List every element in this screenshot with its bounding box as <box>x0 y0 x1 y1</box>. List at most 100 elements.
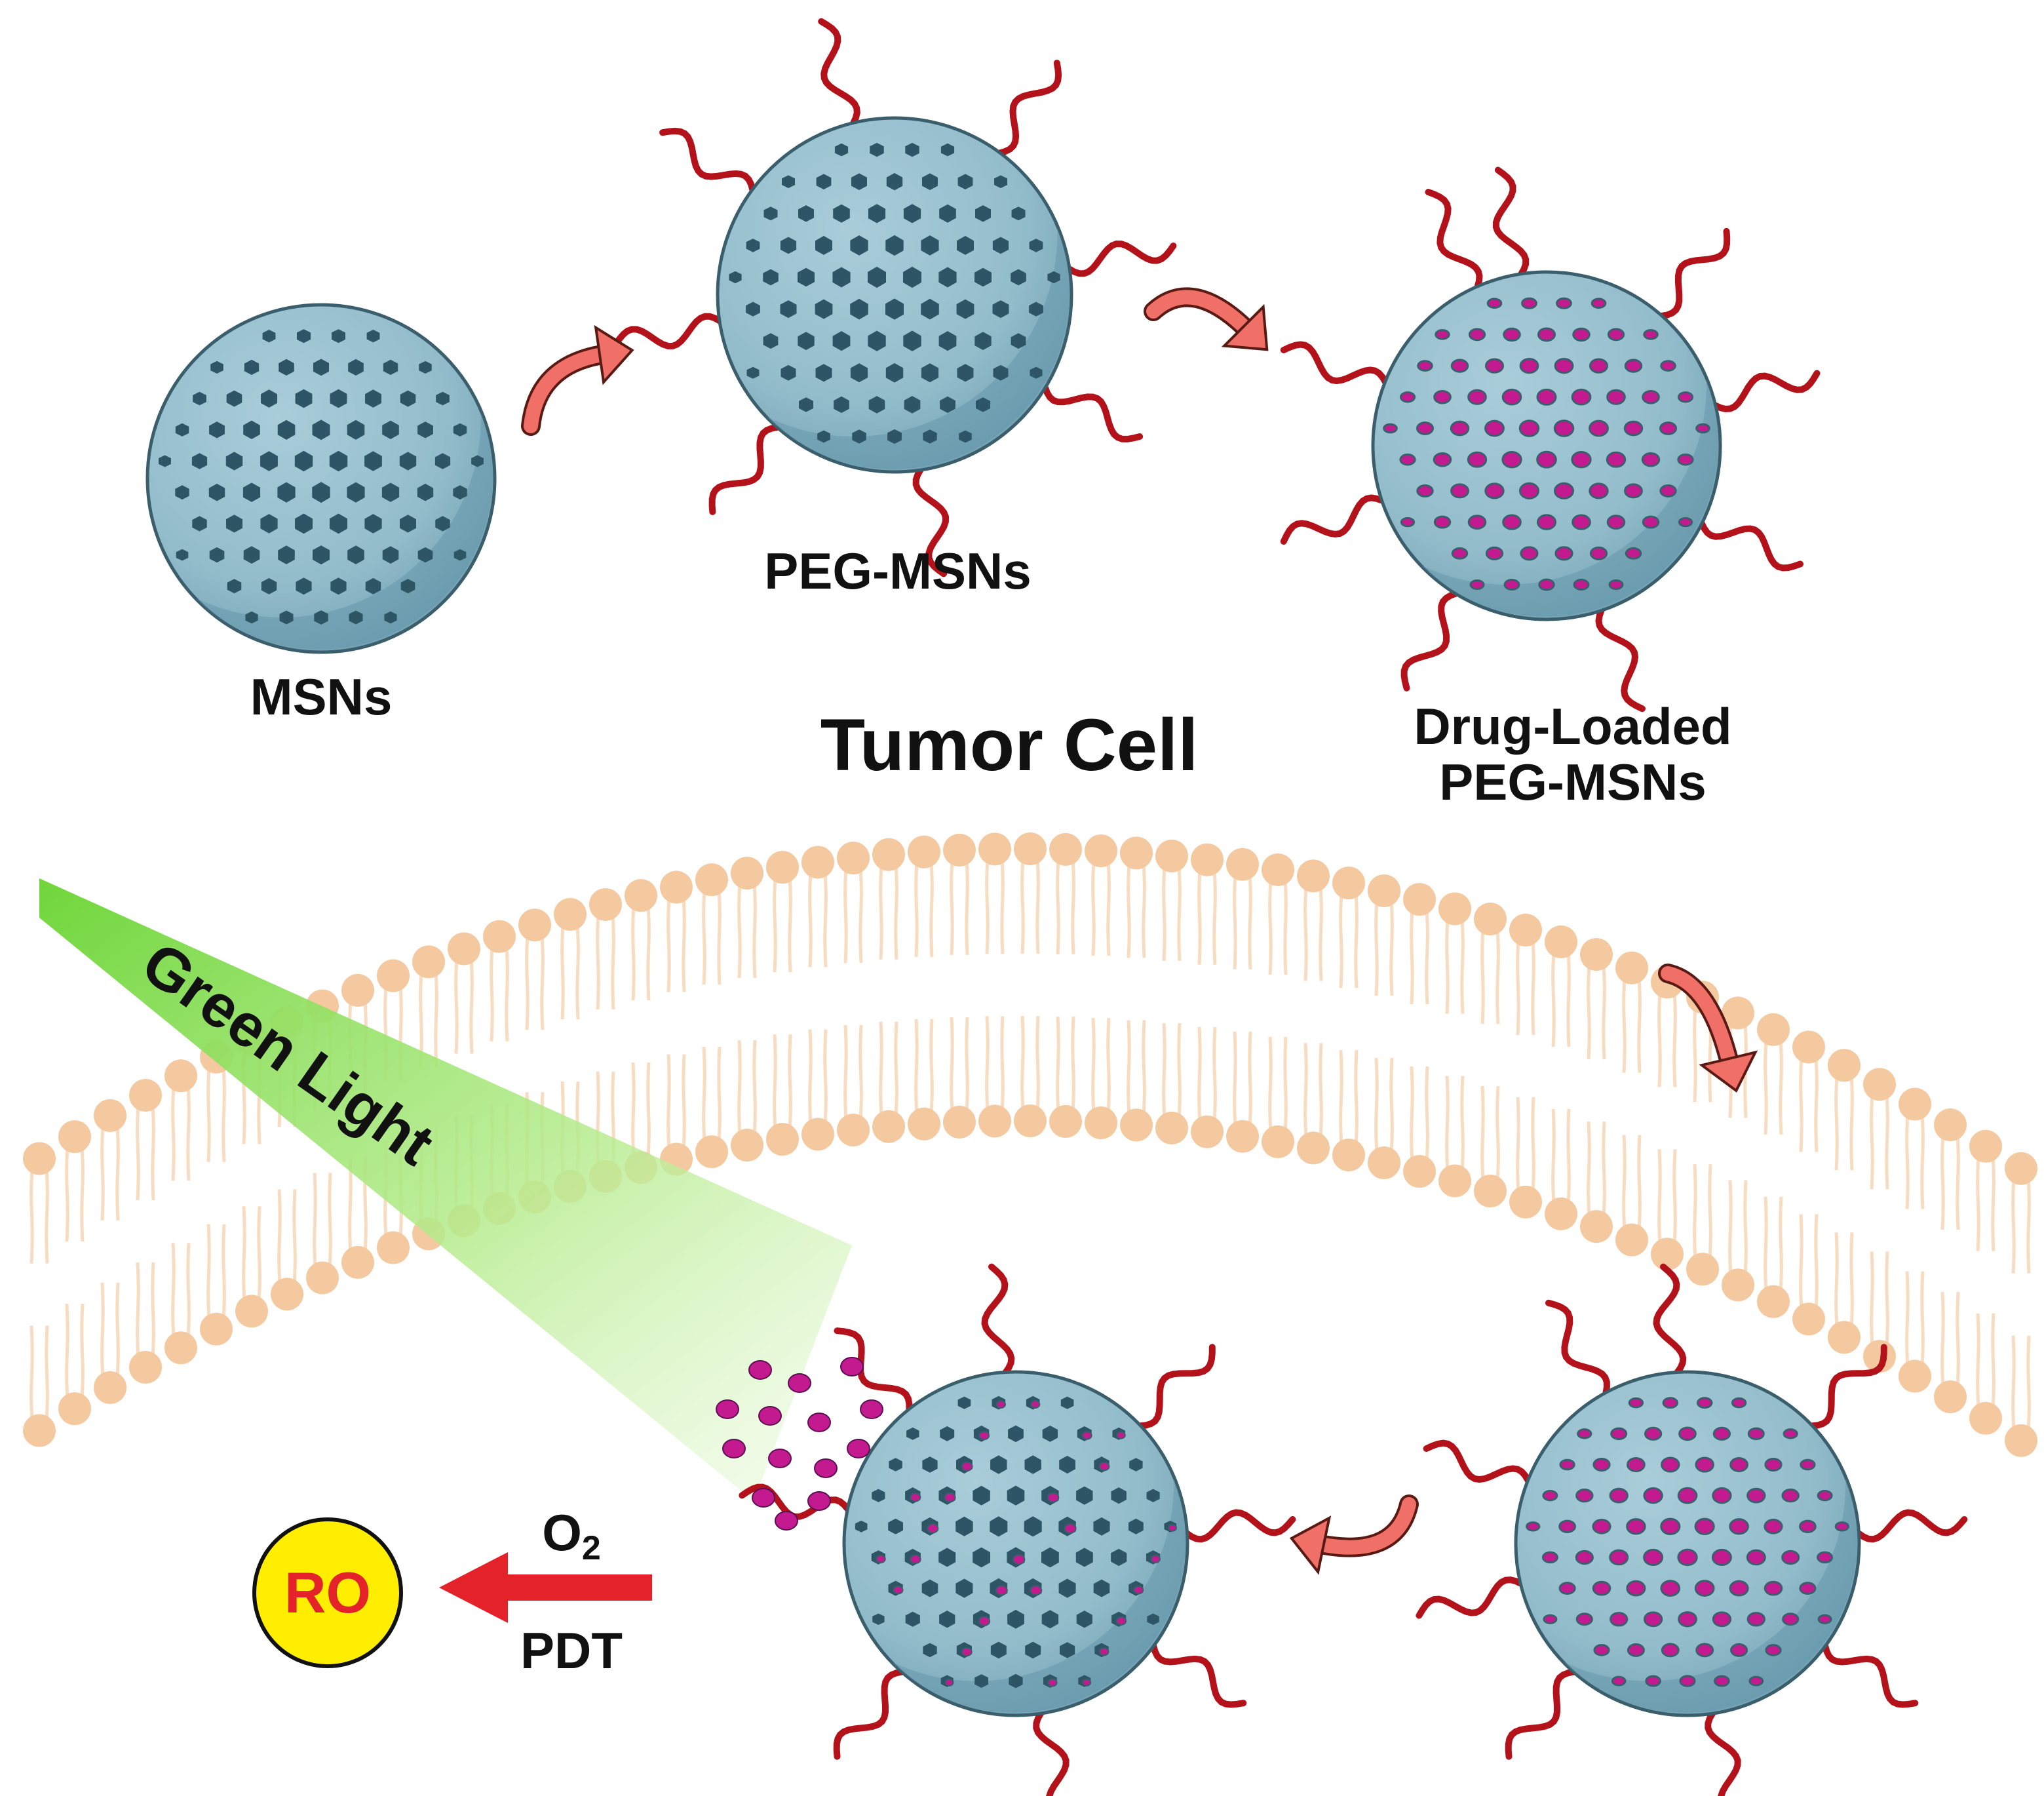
pore <box>903 330 921 351</box>
lipid-tail <box>681 887 686 992</box>
pore <box>208 483 225 501</box>
pore <box>242 482 261 502</box>
drug-pore <box>944 1492 956 1503</box>
pore <box>976 397 990 412</box>
drug-pore <box>1643 1611 1663 1628</box>
drug-pore <box>1519 482 1539 499</box>
lipid-tail <box>1197 859 1203 965</box>
releasing-particle <box>739 1263 1296 1796</box>
pore <box>799 397 813 412</box>
pore <box>816 174 832 189</box>
sphere-shadow <box>892 1478 1186 1713</box>
lipid-tail <box>1091 1017 1096 1123</box>
lipid-tail <box>1106 1017 1111 1123</box>
lipid-head <box>1014 832 1047 866</box>
pore <box>1029 302 1043 317</box>
lipid-tail <box>702 879 707 985</box>
lipid-tail <box>1389 1057 1394 1163</box>
lipid-tail <box>1389 890 1394 996</box>
pore <box>940 143 955 157</box>
lipid-tail <box>419 962 424 1067</box>
lipid-tail <box>1176 1023 1182 1129</box>
drug-molecule <box>814 1458 838 1478</box>
drug-pore <box>1731 1397 1747 1409</box>
pore <box>1111 1487 1127 1504</box>
pore <box>434 453 451 469</box>
sphere-shadow <box>196 412 493 650</box>
pore <box>330 389 347 408</box>
lipid-head <box>731 857 763 890</box>
drug-pore <box>1765 1644 1782 1656</box>
pore <box>175 485 189 500</box>
lipid-head <box>625 879 657 912</box>
drug-pore <box>1554 357 1574 374</box>
pore <box>922 1456 938 1473</box>
lipid-tail <box>490 936 495 1042</box>
peg-chain <box>912 461 950 577</box>
drug-pore <box>1526 1521 1541 1532</box>
drug-pore <box>1577 1428 1592 1439</box>
lipid-tail <box>1070 1016 1075 1122</box>
pore <box>885 298 904 320</box>
pore <box>192 516 207 532</box>
pore <box>1047 271 1060 284</box>
pore <box>296 577 312 595</box>
pore <box>1024 1455 1041 1474</box>
lipid-tail <box>1176 855 1182 962</box>
drug-pore <box>1589 546 1608 560</box>
drug-pore <box>1536 388 1557 406</box>
peg-chain <box>1821 1635 1919 1708</box>
lipid-tail <box>858 1025 863 1131</box>
lipid-head <box>908 1107 940 1141</box>
drug-pore <box>1541 1551 1558 1564</box>
lipid-tail <box>752 1040 757 1146</box>
peg-chain <box>1416 1576 1530 1619</box>
lipid-tail <box>610 904 615 1010</box>
lipid-tail <box>277 1189 282 1295</box>
arrow-head <box>594 324 634 385</box>
pore <box>850 363 868 383</box>
lipid-head <box>731 1129 763 1162</box>
lipid-tail <box>221 1224 226 1329</box>
pore <box>366 330 380 343</box>
drug-pore <box>1030 1585 1043 1596</box>
lipid-tail <box>2026 1335 2031 1441</box>
drug-pore <box>1133 1585 1144 1595</box>
lipid-tail <box>1374 890 1379 996</box>
lipid-tail <box>1764 1029 1769 1135</box>
lipid-tail <box>100 1115 106 1221</box>
pore <box>729 271 742 284</box>
peg-chain <box>1423 1439 1535 1491</box>
pore <box>1129 1458 1143 1472</box>
lipid-tail <box>1976 1313 1981 1418</box>
pore <box>973 1547 990 1568</box>
drug-pore <box>961 1647 973 1657</box>
lipid-tail <box>454 948 459 1054</box>
lipid-head <box>978 832 1011 866</box>
drug-loaded-label-line1: Drug-Loaded <box>1414 697 1731 755</box>
lipid-head <box>94 1371 126 1404</box>
released-drug-molecules <box>716 1357 883 1531</box>
lipid-tail <box>893 854 898 960</box>
drug-pore <box>1064 1523 1077 1534</box>
lipid-tail <box>914 1019 919 1124</box>
pore <box>956 299 974 319</box>
pore <box>436 391 450 406</box>
drug-molecule <box>847 1439 870 1458</box>
left-arrow-icon <box>439 1552 652 1623</box>
pore <box>399 452 417 471</box>
lipid-tail <box>1566 941 1571 1047</box>
curved-arrow-icon <box>1658 964 1758 1093</box>
lipid-head <box>1545 1197 1577 1230</box>
lipid-head <box>589 888 622 921</box>
lipid-tail <box>1601 1122 1606 1227</box>
pore <box>955 1578 973 1598</box>
lipid-head <box>1262 853 1294 886</box>
lipid-tail <box>787 867 792 973</box>
lipid-tail <box>1141 853 1146 958</box>
lipid-head <box>1863 1340 1896 1373</box>
pore <box>176 549 189 561</box>
pore <box>1060 1642 1075 1658</box>
lipid-head <box>1615 951 1648 985</box>
drug-pore <box>1660 1517 1681 1535</box>
